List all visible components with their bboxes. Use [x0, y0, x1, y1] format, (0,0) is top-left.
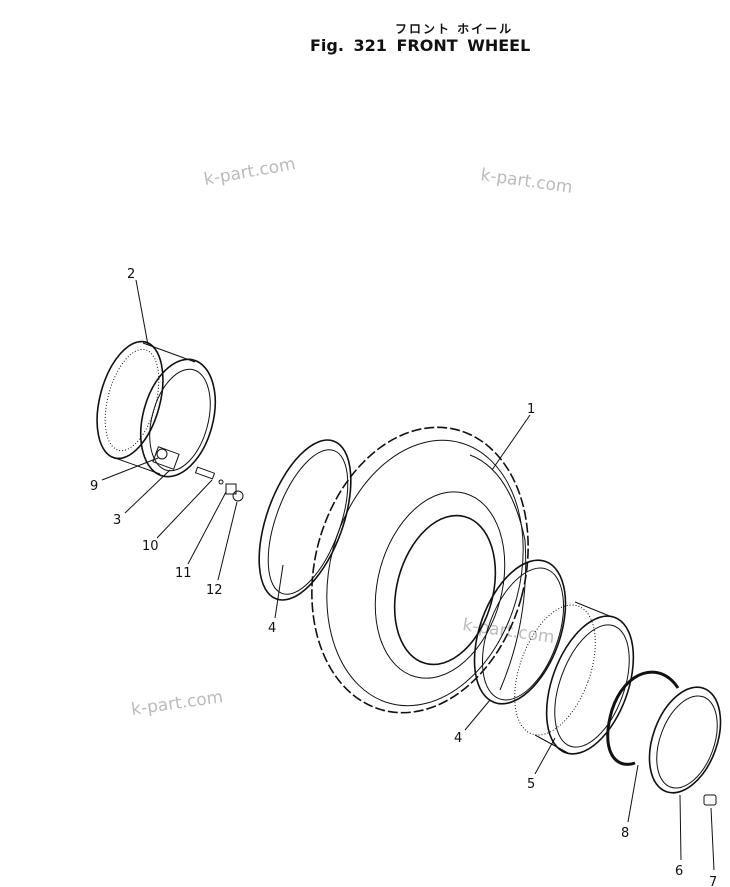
callout-5: 5 [527, 777, 535, 792]
callout-4: 4 [454, 731, 462, 746]
callout-10: 10 [142, 539, 159, 554]
side-ring-part-6 [648, 686, 722, 794]
tire-part-1 [311, 426, 529, 714]
valve-assembly [152, 446, 244, 502]
rim-part-2 [96, 340, 217, 478]
part-7 [703, 794, 717, 806]
callout-1: 1 [527, 402, 535, 417]
figure-title: Fig. 321 FRONT WHEEL [310, 36, 531, 55]
callout-6: 6 [675, 864, 683, 879]
callout-3: 3 [113, 513, 121, 528]
watermark: k-part.com [202, 154, 297, 190]
callout-7: 7 [709, 875, 717, 887]
callout-11: 11 [175, 566, 192, 581]
callout-8: 8 [621, 826, 629, 841]
watermark: k-part.com [479, 165, 573, 198]
ring-part-4-upper [258, 439, 352, 601]
lock-ring-part-8 [606, 670, 680, 766]
ring-part-4-lower [473, 559, 567, 705]
callout-9: 9 [90, 479, 98, 494]
callout-2: 2 [127, 267, 135, 282]
figure-title-japanese: フロント ホイール [395, 22, 514, 36]
callout-12: 12 [206, 583, 223, 598]
callout-4: 4 [268, 621, 276, 636]
watermark: k-part.com [130, 687, 224, 720]
rim-part-5 [514, 601, 635, 755]
leader-lines [101, 279, 715, 871]
